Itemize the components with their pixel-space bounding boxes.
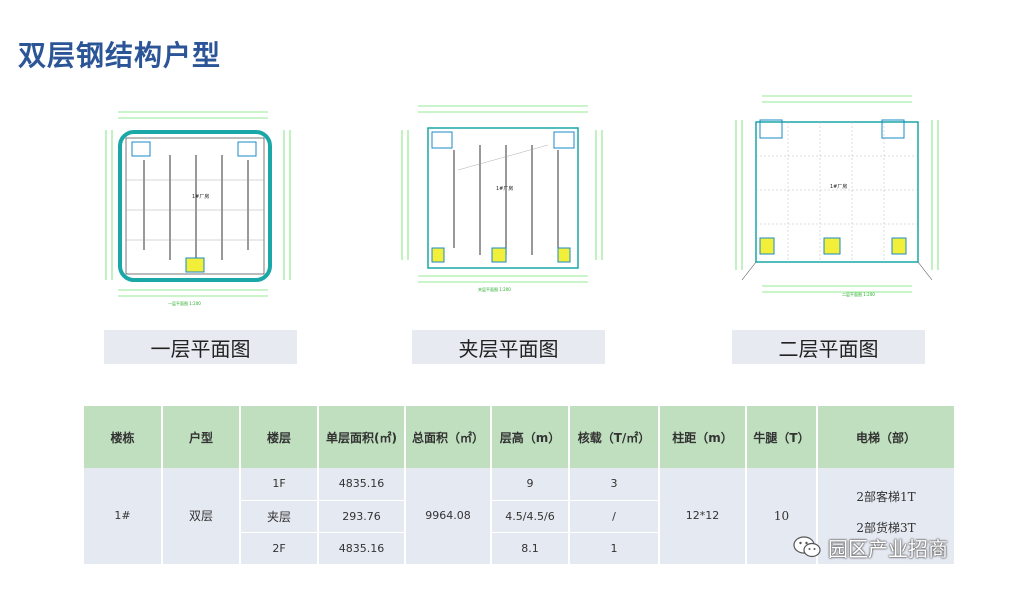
header-column-spacing: 柱距（m） <box>659 406 747 468</box>
caption-second-floor: 二层平面图 <box>732 330 925 364</box>
table-row: 2F 4835.16 8.1 1 <box>84 532 955 565</box>
cell-floor: 夹层 <box>240 500 319 533</box>
plan-scale-label: 二层平面图 1:200 <box>842 291 875 297</box>
cell-height: 4.5/4.5/6 <box>491 500 570 533</box>
header-corbel: 牛腿（T） <box>746 406 818 468</box>
header-total-area: 总面积（㎡） <box>405 406 492 468</box>
cell-area: 293.76 <box>318 500 406 533</box>
cell-height: 8.1 <box>491 532 570 565</box>
plan-room-label: 1#厂房 <box>496 185 513 192</box>
elevator-freight: 2部货梯3T <box>856 521 916 535</box>
mezzanine-plan-drawing: 1#厂房 夹层平面图 1:200 <box>398 100 608 295</box>
watermark-text: 园区产业招商 <box>828 536 948 561</box>
plan-scale-label: 一层平面图 1:200 <box>168 300 201 306</box>
cell-load: / <box>569 500 660 533</box>
spec-table: 楼栋 户型 楼层 单层面积(㎡) 总面积（㎡） 层高（m） 核载（T/㎡） 柱距… <box>84 406 956 565</box>
cell-total-area: 9964.08 <box>405 468 492 565</box>
cell-floor: 1F <box>240 468 319 501</box>
page-title: 双层钢结构户型 <box>18 39 222 72</box>
header-building: 楼栋 <box>84 406 163 468</box>
header-elevator: 电梯（部） <box>817 406 956 468</box>
cell-type: 双层 <box>162 468 241 565</box>
table-row: 1# 双层 1F 4835.16 9964.08 9 3 12*12 10 2部… <box>84 468 956 565</box>
plan-room-label: 1#厂房 <box>830 183 847 190</box>
cell-height: 9 <box>491 468 570 501</box>
cell-floor: 2F <box>240 532 319 565</box>
cell-area: 4835.16 <box>318 532 406 565</box>
caption-mezzanine: 夹层平面图 <box>412 330 605 364</box>
cell-building: 1# <box>84 468 163 565</box>
first-floor-plan-drawing: 1#厂房 一层平面图 1:200 <box>98 100 298 310</box>
watermark: 园区产业招商 <box>792 532 948 562</box>
elevator-passenger: 2部客梯1T <box>856 490 916 504</box>
cell-load: 3 <box>569 468 660 501</box>
header-type: 户型 <box>162 406 241 468</box>
header-load: 核载（T/㎡） <box>569 406 660 468</box>
caption-first-floor: 一层平面图 <box>104 330 297 364</box>
cell-corbel: 10 <box>746 468 818 565</box>
cell-load: 1 <box>569 532 660 565</box>
table-row: 夹层 293.76 4.5/4.5/6 / <box>84 500 955 533</box>
header-floor-area: 单层面积(㎡) <box>318 406 406 468</box>
wechat-icon <box>793 536 821 558</box>
second-floor-plan-drawing: 1#厂房 二层平面图 1:200 <box>732 90 942 300</box>
cell-area: 4835.16 <box>318 468 406 501</box>
cell-elevator: 2部客梯1T 2部货梯3T <box>817 468 956 565</box>
header-height: 层高（m） <box>491 406 570 468</box>
plan-scale-label: 夹层平面图 1:200 <box>478 286 511 292</box>
table-header-row: 楼栋 户型 楼层 单层面积(㎡) 总面积（㎡） 层高（m） 核载（T/㎡） 柱距… <box>84 406 956 468</box>
plan-room-label: 1#厂房 <box>192 193 209 200</box>
header-floor: 楼层 <box>240 406 319 468</box>
cell-column-spacing: 12*12 <box>659 468 747 565</box>
